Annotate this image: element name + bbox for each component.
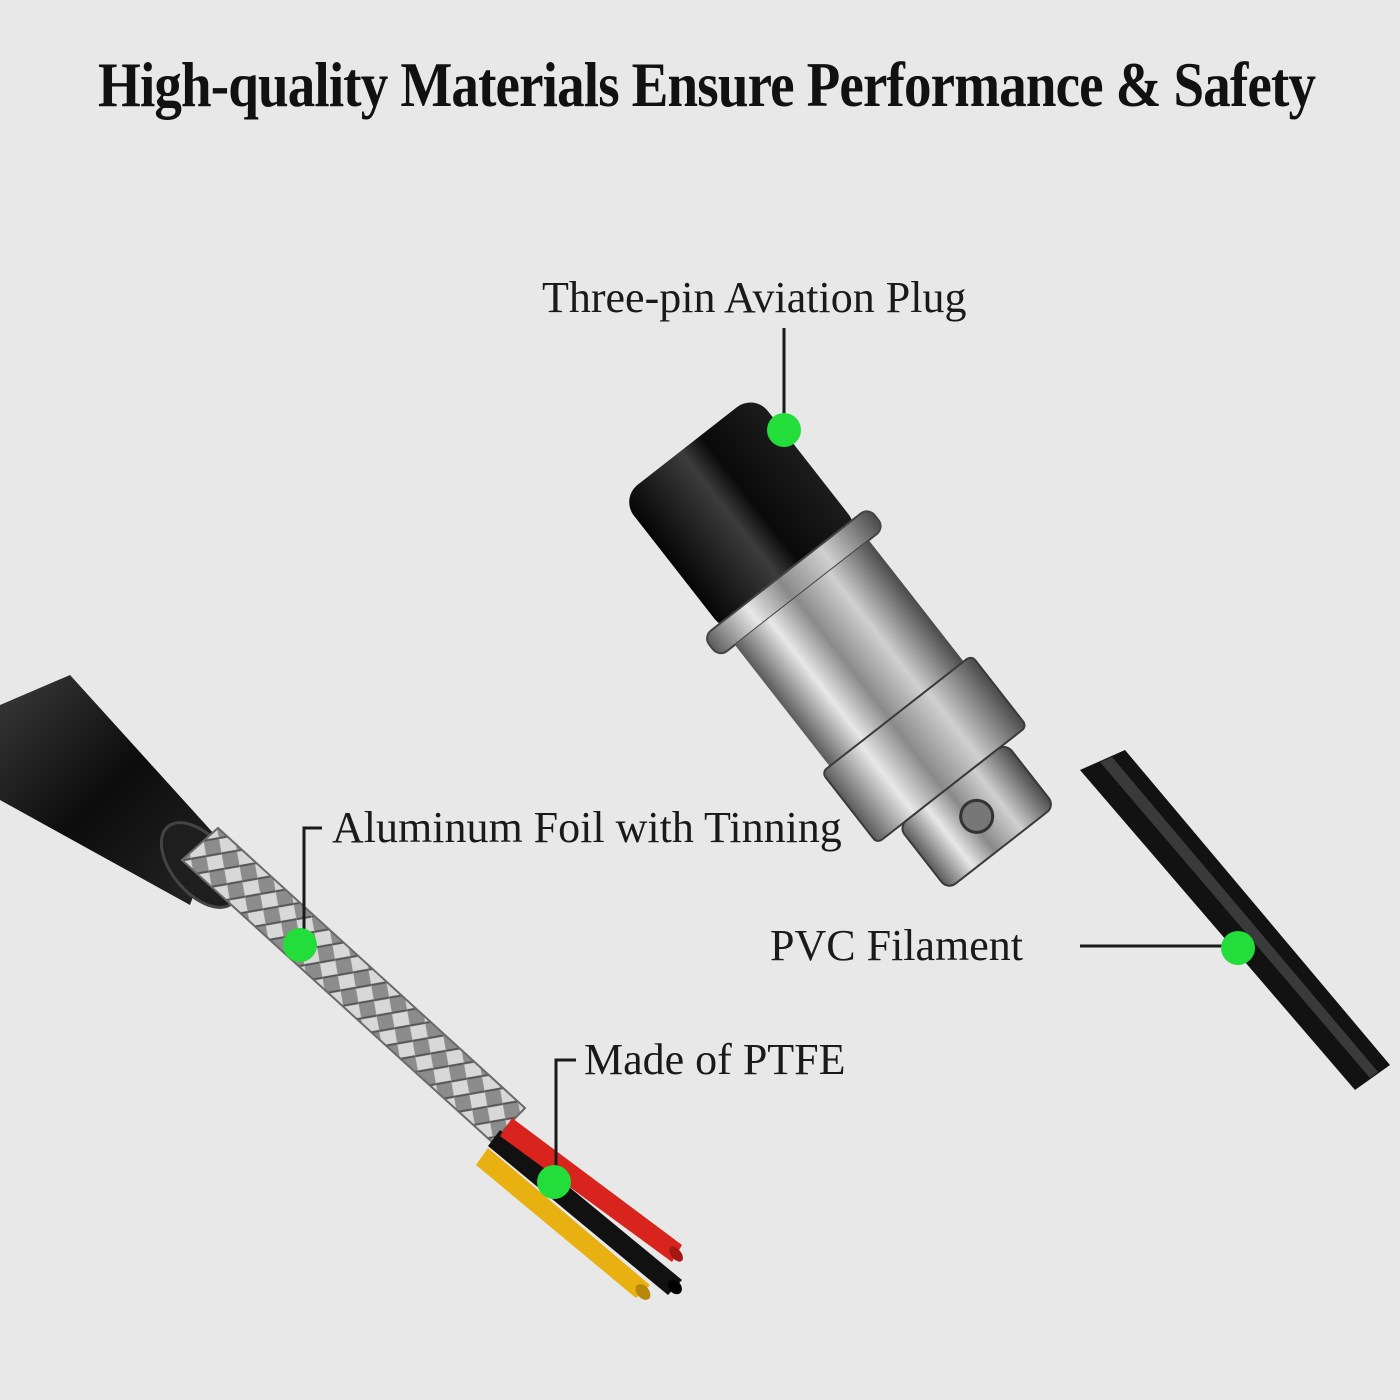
pvc-marker bbox=[1221, 931, 1255, 965]
callout-aluminum-foil: Aluminum Foil with Tinning bbox=[332, 803, 842, 852]
left-cable bbox=[0, 675, 683, 1300]
callout-three-pin-aviation-plug: Three-pin Aviation Plug bbox=[542, 273, 967, 322]
plug-marker bbox=[767, 413, 801, 447]
inner-wires bbox=[476, 1118, 683, 1300]
ptfe-marker bbox=[537, 1165, 571, 1199]
page-title: High-quality Materials Ensure Performanc… bbox=[98, 49, 1316, 120]
callout-ptfe: Made of PTFE bbox=[584, 1035, 846, 1084]
foil-marker bbox=[283, 928, 317, 962]
callout-markers bbox=[283, 413, 1255, 1199]
braided-shield bbox=[180, 826, 527, 1144]
callout-pvc-filament: PVC Filament bbox=[770, 921, 1024, 970]
aviation-plug bbox=[629, 402, 1390, 1090]
